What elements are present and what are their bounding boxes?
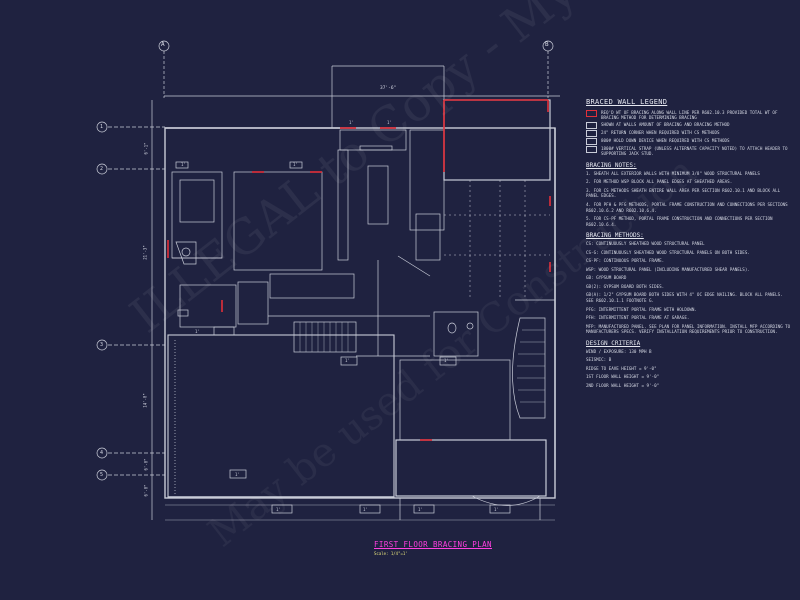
- svg-text:1': 1': [345, 358, 350, 363]
- design-criterion: SEISMIC: B: [586, 357, 612, 363]
- legend-symbol: [586, 137, 597, 145]
- bracing-method: PFH: INTERMITTENT PORTAL FRAME AT GARAGE…: [586, 315, 690, 321]
- bracing-note: 1. SHEATH ALL EXTERIOR WALLS WITH MINIMU…: [586, 170, 760, 176]
- bracing-note: 5. FOR CS-PF METHOD, PORTAL FRAME CONSTR…: [586, 216, 773, 227]
- legend-item: 1800# VERTICAL STRAP (UNLESS ALTERNATE C…: [586, 145, 792, 157]
- svg-text:1': 1': [293, 162, 298, 167]
- svg-text:1': 1': [181, 162, 186, 167]
- svg-text:1': 1': [444, 358, 449, 363]
- svg-text:1': 1': [195, 329, 200, 334]
- design-criterion: 1ST FLOOR WALL HEIGHT = 9'-0": [586, 374, 660, 380]
- svg-text:1': 1': [349, 120, 354, 125]
- bracing-method: CS-G: CONTINUOUSLY SHEATHED WOOD STRUCTU…: [586, 249, 750, 255]
- gridline-label-left-2: 2: [100, 166, 104, 172]
- gridline-bubble-left-2: [96, 163, 108, 175]
- legend-item: SHOWN AT WALLS AMOUNT OF BRACING AND BRA…: [586, 121, 792, 129]
- bracing-method: GB: GYPSUM BOARD: [586, 275, 627, 281]
- legend-item: 800# HOLD DOWN DEVICE WHEN REQUIRED WITH…: [586, 137, 792, 145]
- design-criterion: WIND / EXPOSURE: 130 MPH B: [586, 348, 652, 354]
- bracing-note: 3. FOR CS METHODS SHEATH ENTIRE WALL ARE…: [586, 187, 781, 199]
- legend-item-text: REQ'D WT OF BRACING ALONG WALL LINE PER …: [601, 109, 778, 121]
- plan-scale: Scale: 1/4"=1': [374, 551, 408, 556]
- dimension-left-1: 6'-1": [143, 142, 149, 155]
- bracing-method: GB(A): 1/2" GYPSUM BOARD BOTH SIDES WITH…: [586, 292, 783, 304]
- dimension-left-3: 14'-0": [142, 393, 148, 408]
- legend-item: 24" RETURN CORNER WHEN REQUIRED WITH CS …: [586, 129, 792, 137]
- legend-item: REQ'D WT OF BRACING ALONG WALL LINE PER …: [586, 109, 792, 121]
- svg-text:1': 1': [235, 472, 240, 477]
- svg-text:1': 1': [494, 507, 499, 512]
- gridline-label-left-5: 5: [100, 472, 104, 478]
- gridline-label-left-4: 4: [100, 450, 104, 456]
- gridline-label-left-1: 1: [100, 124, 104, 130]
- svg-text:1': 1': [387, 120, 392, 125]
- plan-title-block: FIRST FLOOR BRACING PLAN Scale: 1/4"=1': [374, 540, 492, 556]
- svg-text:1': 1': [276, 507, 281, 512]
- braced-wall-legend: BRACED WALL LEGEND REQ'D WT OF BRACING A…: [586, 98, 792, 392]
- bracing-notes-title: BRACING NOTES:: [586, 161, 637, 169]
- bracing-note: 2. FOR METHOD WSP BLOCK ALL PANEL EDGES …: [586, 179, 733, 185]
- bracing-method: PFG: INTERMITTENT PORTAL FRAME WITH HOLD…: [586, 306, 697, 312]
- gridline-label-top-left: A: [161, 41, 165, 48]
- gridline-bubble-left-1: [96, 121, 108, 133]
- legend-item-text: 800# HOLD DOWN DEVICE WHEN REQUIRED WITH…: [601, 137, 730, 143]
- bracing-methods-title: BRACING METHODS:: [586, 232, 644, 240]
- plan-title: FIRST FLOOR BRACING PLAN: [374, 540, 492, 549]
- design-criterion: RIDGE TO EAVE HEIGHT = 9'-0": [586, 365, 657, 371]
- legend-item-text: 1800# VERTICAL STRAP (UNLESS ALTERNATE C…: [601, 145, 788, 157]
- legend-item-text: 24" RETURN CORNER WHEN REQUIRED WITH CS …: [601, 129, 720, 135]
- legend-item-text: SHOWN AT WALLS AMOUNT OF BRACING AND BRA…: [601, 121, 730, 127]
- bracing-method: WSP: WOOD STRUCTURAL PANEL (INCLUDING MA…: [586, 266, 750, 272]
- bracing-method: GB(2): GYPSUM BOARD BOTH SIDES.: [586, 283, 665, 289]
- dimension-bottom-left: 6'-0": [143, 484, 149, 497]
- dimension-left-4: 6'-0": [143, 458, 149, 471]
- legend-symbol: [586, 121, 597, 129]
- dimension-left-2: 21'-3": [142, 245, 148, 260]
- svg-text:1': 1': [418, 507, 423, 512]
- gridline-label-left-3: 3: [100, 342, 104, 348]
- gridline-bubble-left-5: [96, 469, 108, 481]
- bracing-method: MFP: MANUFACTURED PANEL. SEE PLAN FOR PA…: [586, 323, 791, 335]
- gridline-label-top-right: B: [545, 41, 549, 48]
- gridline-bubble-left-4: [96, 447, 108, 459]
- dimension-top: 37'-6": [380, 86, 397, 91]
- bracing-method: CS-PF: CONTINUOUS PORTAL FRAME.: [586, 258, 665, 264]
- design-criterion: 2ND FLOOR WALL HEIGHT = 9'-0": [586, 383, 660, 388]
- svg-text:1': 1': [363, 507, 368, 512]
- garage-area: [167, 334, 395, 498]
- legend-symbol: [586, 145, 597, 153]
- legend-title: BRACED WALL LEGEND: [586, 98, 668, 106]
- wall-outline-main: [164, 127, 556, 499]
- legend-symbol: [586, 109, 597, 117]
- stair: [293, 321, 357, 353]
- bracing-note: 4. FOR PFH & PFG METHODS, PORTAL FRAME C…: [586, 201, 788, 213]
- bracing-method: CS: CONTINUOUSLY SHEATHED WOOD STRUCTURA…: [586, 240, 705, 246]
- gridline-bubble-left-3: [96, 339, 108, 351]
- legend-symbol: [586, 129, 597, 137]
- design-criteria-title: DESIGN CRITERIA: [586, 340, 641, 348]
- braced-wall-segments: [167, 99, 551, 441]
